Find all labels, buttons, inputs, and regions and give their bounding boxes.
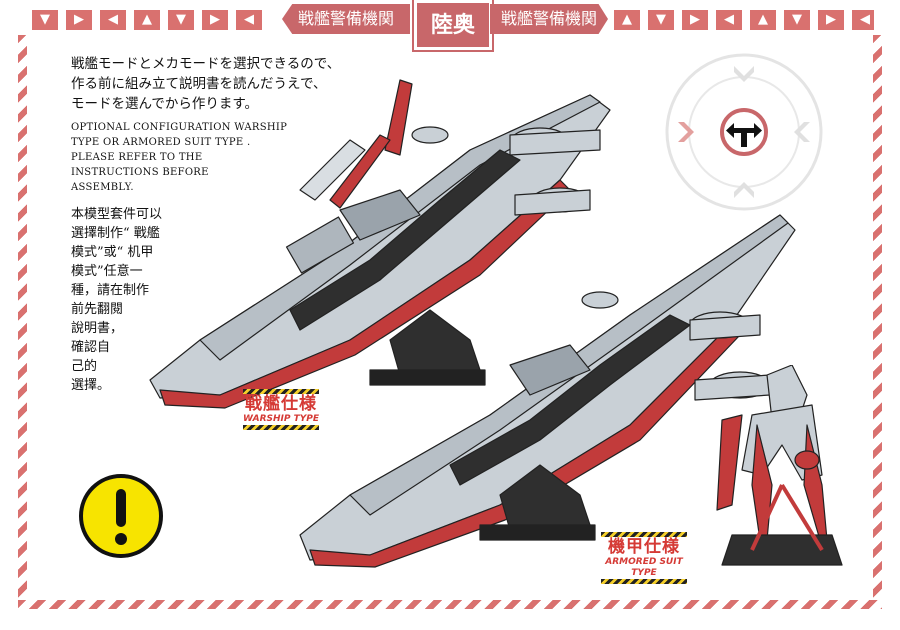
page-title: 陸奥	[412, 0, 494, 52]
armored-type-jp: 機甲仕様	[608, 537, 680, 557]
right-stripe-border	[873, 35, 882, 600]
en-line: PLEASE REFER TO THE	[71, 152, 203, 163]
en-line: OPTIONAL CONFIGURATION WARSHIP	[71, 122, 288, 133]
en-line: INSTRUCTIONS BEFORE	[71, 167, 209, 178]
hazard-tape	[243, 425, 319, 430]
chevron-left-icon: ◀	[100, 10, 126, 30]
fork-arrow-icon	[726, 123, 762, 147]
chevron-up-icon: ▲	[614, 10, 640, 30]
zh-line: 模式”任意一	[71, 264, 143, 279]
zh-line: 本模型套件可以	[71, 207, 163, 222]
left-stripe-border	[18, 35, 27, 600]
chevron-down-icon: ▼	[168, 10, 194, 30]
chinese-instructions: 本模型套件可以 選擇制作“ 戰艦 模式”或“ 机甲 模式”任意一 種，請在制作 …	[71, 205, 191, 395]
zh-line: 說明書，	[71, 321, 124, 336]
jp-line: モードを選んでから作ります。	[71, 96, 258, 112]
chevron-down-icon: ▼	[32, 10, 58, 30]
chevron-left-icon: ◀	[852, 10, 874, 30]
chevron-left-icon: ◀	[716, 10, 742, 30]
warship-type-label: 戦艦仕様 WARSHIP TYPE	[243, 389, 319, 430]
zh-line: 前先翻閱	[71, 302, 124, 317]
en-line: ASSEMBLY.	[71, 182, 134, 193]
hazard-tape	[601, 532, 687, 537]
zh-line: 選擇。	[71, 378, 111, 393]
armored-type-en: ARMORED SUIT TYPE	[605, 557, 683, 578]
zh-line: 模式”或“ 机甲	[71, 245, 154, 260]
japanese-instructions: 戦艦モードとメカモードを選択できるので、 作る前に組み立て説明書を読んだうえで、…	[71, 54, 411, 114]
bottom-stripe-border	[18, 600, 882, 609]
hazard-tape	[601, 579, 687, 584]
zh-line: 選擇制作“ 戰艦	[71, 226, 160, 241]
mecha-figure-illustration	[716, 365, 843, 566]
zh-line: 確認自	[71, 340, 111, 355]
chevron-right-icon: ▶	[682, 10, 708, 30]
english-instructions: OPTIONAL CONFIGURATION WARSHIP TYPE OR A…	[71, 120, 311, 195]
warship-type-en: WARSHIP TYPE	[243, 414, 319, 424]
en-line: TYPE OR ARMORED SUIT TYPE .	[71, 137, 251, 148]
exclamation-warning-icon	[79, 474, 163, 558]
armored-type-label: 機甲仕様 ARMORED SUIT TYPE	[601, 532, 687, 584]
hazard-tape	[243, 389, 319, 394]
zh-line: 己的	[71, 359, 98, 374]
chevron-down-icon: ▼	[784, 10, 810, 30]
chevron-right-icon: ▶	[818, 10, 844, 30]
chevron-right-icon: ▶	[66, 10, 92, 30]
zh-line: 種，請在制作	[71, 283, 150, 298]
chevron-up-icon: ▲	[750, 10, 776, 30]
chevron-left-icon: ◀	[236, 10, 262, 30]
header-left-banner: 戦艦警備機関	[282, 4, 410, 34]
warship-mode-illustration	[149, 79, 611, 409]
warship-type-jp: 戦艦仕様	[245, 394, 317, 414]
header-right-banner: 戦艦警備機関	[490, 4, 608, 34]
chevron-down-icon: ▼	[648, 10, 674, 30]
jp-line: 作る前に組み立て説明書を読んだうえで、	[71, 76, 327, 92]
jp-line: 戦艦モードとメカモードを選択できるので、	[71, 56, 341, 72]
armored-mode-illustration	[299, 214, 796, 568]
chevron-up-icon: ▲	[134, 10, 160, 30]
mode-selector-dial	[665, 53, 823, 211]
chevron-right-icon: ▶	[202, 10, 228, 30]
